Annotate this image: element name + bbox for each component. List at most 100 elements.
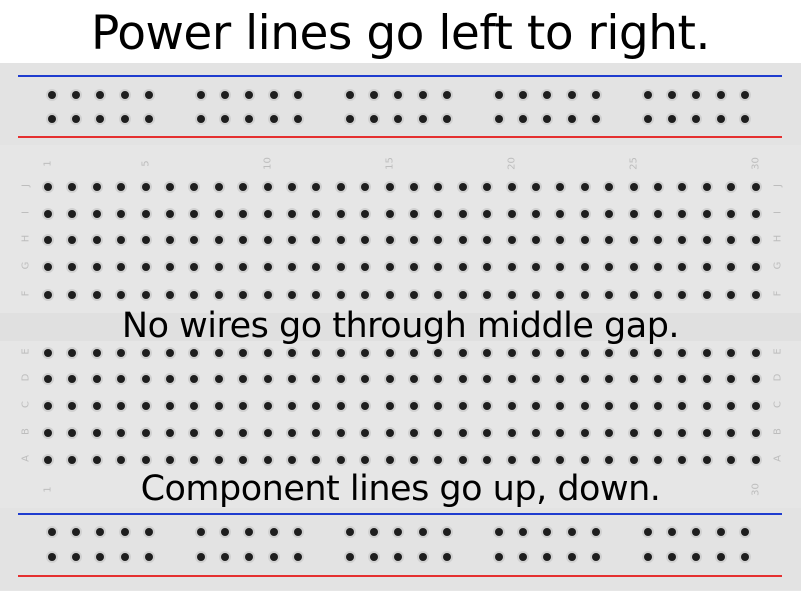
hole-a16[interactable] bbox=[410, 456, 418, 464]
hole-a18[interactable] bbox=[458, 456, 467, 464]
hole-b11[interactable] bbox=[288, 429, 296, 437]
bottom-rail-hole[interactable] bbox=[48, 528, 56, 536]
bottom-rail-hole[interactable] bbox=[543, 553, 552, 561]
hole-b30[interactable] bbox=[751, 429, 760, 437]
hole-i12[interactable] bbox=[312, 210, 321, 218]
bottom-rail-hole[interactable] bbox=[72, 553, 81, 561]
bottom-rail-hole[interactable] bbox=[740, 553, 749, 561]
hole-g29[interactable] bbox=[727, 263, 736, 271]
hole-e3[interactable] bbox=[92, 349, 101, 357]
bottom-rail-hole[interactable] bbox=[418, 553, 427, 561]
hole-f13[interactable] bbox=[336, 291, 345, 299]
hole-j14[interactable] bbox=[361, 183, 370, 191]
hole-g30[interactable] bbox=[751, 263, 760, 271]
hole-j25[interactable] bbox=[629, 183, 638, 191]
hole-b15[interactable] bbox=[385, 429, 394, 437]
hole-b12[interactable] bbox=[312, 429, 321, 437]
top-rail-hole[interactable] bbox=[668, 91, 677, 99]
hole-a17[interactable] bbox=[434, 456, 443, 464]
hole-h18[interactable] bbox=[458, 236, 467, 244]
top-rail-hole[interactable] bbox=[221, 115, 230, 123]
top-rail-hole[interactable] bbox=[519, 91, 528, 99]
hole-d22[interactable] bbox=[556, 375, 565, 383]
hole-d25[interactable] bbox=[629, 375, 638, 383]
hole-i14[interactable] bbox=[361, 210, 370, 218]
hole-c29[interactable] bbox=[727, 402, 736, 410]
hole-e24[interactable] bbox=[605, 349, 614, 357]
hole-a22[interactable] bbox=[556, 456, 565, 464]
bottom-rail-hole[interactable] bbox=[394, 553, 403, 561]
top-rail-hole[interactable] bbox=[495, 91, 503, 99]
top-rail-hole[interactable] bbox=[692, 115, 701, 123]
hole-g6[interactable] bbox=[166, 263, 174, 271]
hole-h15[interactable] bbox=[385, 236, 394, 244]
top-rail-hole[interactable] bbox=[394, 91, 403, 99]
hole-i5[interactable] bbox=[141, 210, 150, 218]
hole-g7[interactable] bbox=[190, 263, 199, 271]
top-rail-hole[interactable] bbox=[370, 91, 379, 99]
hole-i3[interactable] bbox=[92, 210, 101, 218]
top-rail-hole[interactable] bbox=[644, 91, 652, 99]
hole-b8[interactable] bbox=[214, 429, 223, 437]
bottom-rail-hole[interactable] bbox=[567, 553, 576, 561]
hole-a21[interactable] bbox=[532, 456, 540, 464]
hole-j23[interactable] bbox=[580, 183, 589, 191]
hole-d28[interactable] bbox=[702, 375, 711, 383]
hole-i22[interactable] bbox=[556, 210, 565, 218]
top-rail-hole[interactable] bbox=[418, 91, 427, 99]
hole-a10[interactable] bbox=[263, 456, 272, 464]
hole-c17[interactable] bbox=[434, 402, 443, 410]
hole-g3[interactable] bbox=[92, 263, 101, 271]
hole-c5[interactable] bbox=[141, 402, 150, 410]
hole-h10[interactable] bbox=[263, 236, 272, 244]
hole-g19[interactable] bbox=[483, 263, 492, 271]
top-rail-hole[interactable] bbox=[495, 115, 503, 123]
hole-g26[interactable] bbox=[654, 263, 662, 271]
hole-j1[interactable] bbox=[44, 183, 52, 191]
hole-a27[interactable] bbox=[678, 456, 687, 464]
hole-e8[interactable] bbox=[214, 349, 223, 357]
hole-d9[interactable] bbox=[239, 375, 248, 383]
hole-f5[interactable] bbox=[141, 291, 150, 299]
hole-h16[interactable] bbox=[410, 236, 418, 244]
bottom-rail-hole[interactable] bbox=[591, 528, 600, 536]
hole-d23[interactable] bbox=[580, 375, 589, 383]
bottom-rail-hole[interactable] bbox=[120, 553, 129, 561]
hole-c11[interactable] bbox=[288, 402, 296, 410]
hole-e12[interactable] bbox=[312, 349, 321, 357]
hole-b26[interactable] bbox=[654, 429, 662, 437]
hole-g4[interactable] bbox=[117, 263, 126, 271]
hole-h24[interactable] bbox=[605, 236, 614, 244]
hole-g16[interactable] bbox=[410, 263, 418, 271]
hole-j5[interactable] bbox=[141, 183, 150, 191]
top-rail-hole[interactable] bbox=[144, 91, 153, 99]
hole-c25[interactable] bbox=[629, 402, 638, 410]
bottom-rail-hole[interactable] bbox=[293, 528, 302, 536]
hole-j19[interactable] bbox=[483, 183, 492, 191]
hole-e28[interactable] bbox=[702, 349, 711, 357]
hole-h14[interactable] bbox=[361, 236, 370, 244]
hole-e19[interactable] bbox=[483, 349, 492, 357]
bottom-rail-hole[interactable] bbox=[269, 528, 278, 536]
hole-f19[interactable] bbox=[483, 291, 492, 299]
top-rail-hole[interactable] bbox=[740, 91, 749, 99]
hole-h28[interactable] bbox=[702, 236, 711, 244]
hole-h7[interactable] bbox=[190, 236, 199, 244]
hole-d11[interactable] bbox=[288, 375, 296, 383]
bottom-rail-hole[interactable] bbox=[644, 528, 652, 536]
bottom-rail-hole[interactable] bbox=[346, 528, 354, 536]
hole-d13[interactable] bbox=[336, 375, 345, 383]
hole-a13[interactable] bbox=[336, 456, 345, 464]
hole-c9[interactable] bbox=[239, 402, 248, 410]
hole-e1[interactable] bbox=[44, 349, 52, 357]
hole-f15[interactable] bbox=[385, 291, 394, 299]
hole-a12[interactable] bbox=[312, 456, 321, 464]
hole-c7[interactable] bbox=[190, 402, 199, 410]
hole-f8[interactable] bbox=[214, 291, 223, 299]
hole-c3[interactable] bbox=[92, 402, 101, 410]
bottom-rail-hole[interactable] bbox=[144, 553, 153, 561]
bottom-rail-hole[interactable] bbox=[740, 528, 749, 536]
hole-f14[interactable] bbox=[361, 291, 370, 299]
bottom-rail-hole[interactable] bbox=[120, 528, 129, 536]
hole-c18[interactable] bbox=[458, 402, 467, 410]
